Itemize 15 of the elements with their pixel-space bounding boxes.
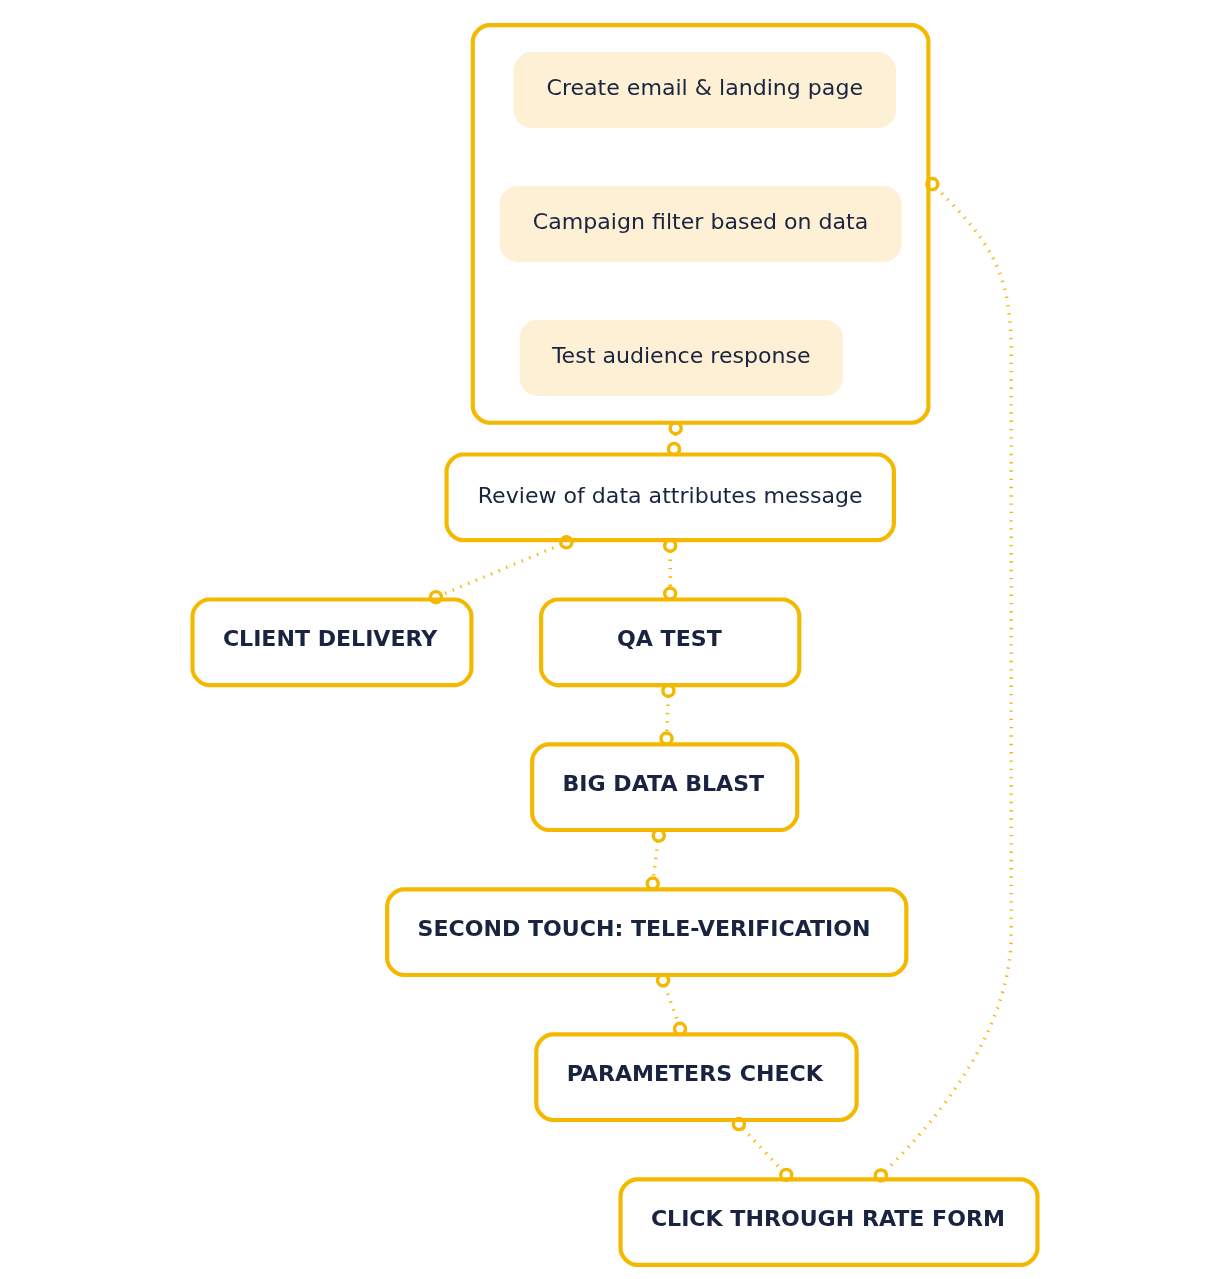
connector <box>428 535 574 605</box>
node-box: PARAMETERS CHECK <box>534 1032 859 1123</box>
connector <box>873 176 1013 1183</box>
node-box: Campaign filter based on data <box>499 185 902 262</box>
node-box: SECOND TOUCH: TELE-VERIFICATION <box>385 887 909 978</box>
node-box: Create email & landing page <box>513 52 896 128</box>
node-box: Test audience response <box>519 319 843 396</box>
cluster <box>470 23 931 425</box>
connector <box>666 421 683 457</box>
node-box: BIG DATA BLAST <box>530 742 800 833</box>
node-box: QA TEST <box>539 597 802 688</box>
node-box: Review of data attributes message <box>444 452 896 543</box>
node-box: CLIENT DELIVERY <box>190 597 474 688</box>
node-box: CLICK THROUGH RATE FORM <box>618 1177 1040 1267</box>
connector <box>731 1116 794 1183</box>
